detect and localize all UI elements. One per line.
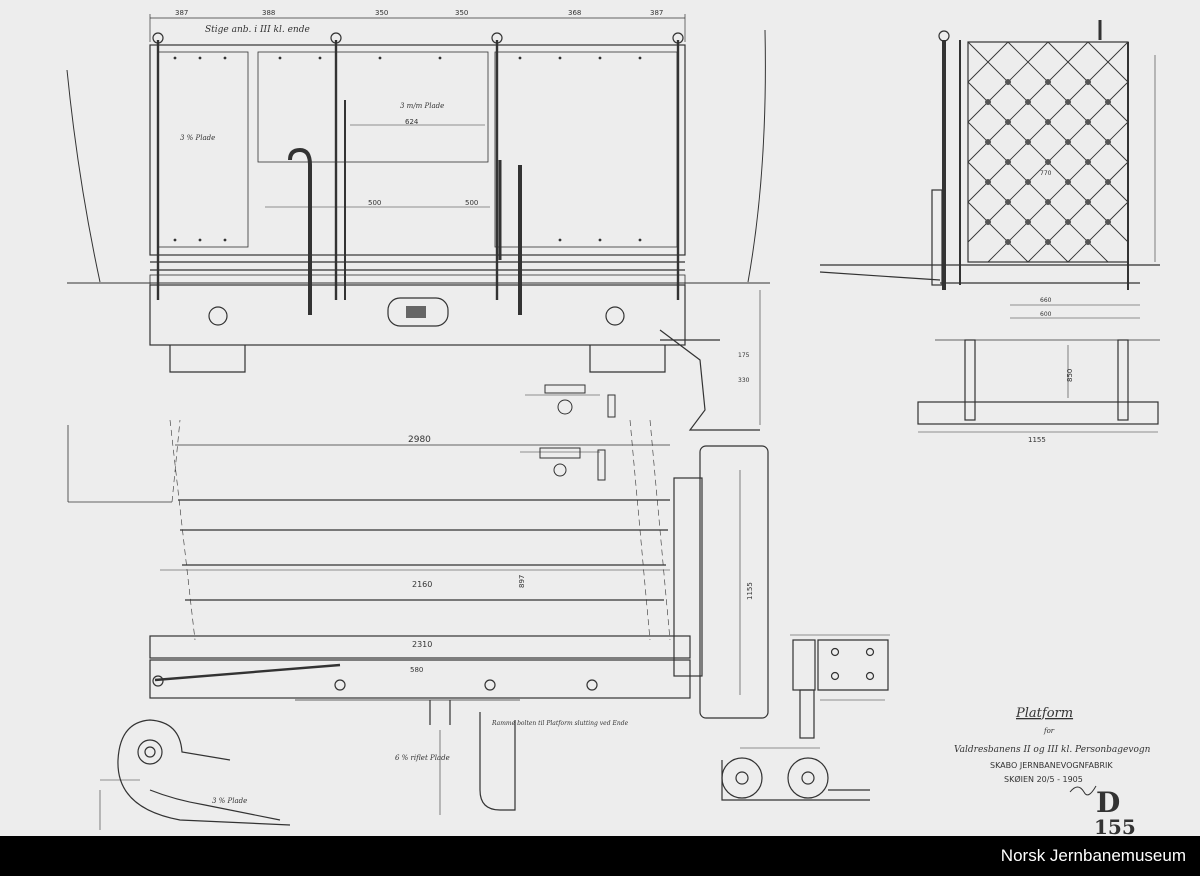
note-rail: Ramme bolten til Platform slutting ved E…: [491, 720, 629, 727]
maker: SKABO JERNBANEVOGNFABRIK: [990, 761, 1113, 770]
curved-step-detail: [99, 719, 291, 830]
place-date: SKØIEN 20/5 - 1905: [1004, 774, 1083, 784]
dim-2160: 2160: [412, 580, 432, 589]
end-elevation-view: [66, 14, 770, 431]
signature: [1069, 785, 1097, 796]
museum-label: Norsk Jernbanemuseum: [1000, 846, 1186, 865]
note-plade-b: 3 m/m Plade: [400, 102, 444, 110]
side-view-gate: [819, 20, 1160, 433]
museum-footer: Norsk Jernbanemuseum: [0, 836, 1200, 876]
dim-top-3: 350: [375, 9, 388, 17]
bracket-details: [520, 384, 616, 481]
title-block: Platform for Valdresbanens II og III kl.…: [954, 706, 1151, 796]
technical-drawing: 387 388 350 350 368 387 Stige anb. i III…: [0, 0, 1200, 836]
dim-175: 175: [738, 352, 750, 359]
note-plade-c: 6 % riflet Plade: [395, 754, 450, 762]
title-subject: Valdresbanens II og III kl. Personbagevo…: [954, 745, 1151, 755]
top-note: Stige anb. i III kl. ende: [205, 25, 310, 35]
dim-624: 624: [405, 118, 419, 126]
plan-view: [67, 419, 769, 815]
note-plade-d: 3 % Plade: [212, 797, 247, 805]
dim-600: 600: [1040, 311, 1052, 318]
note-plade-a: 3 % Plade: [180, 134, 215, 142]
dim-770: 770: [1040, 170, 1052, 177]
dim-top-6: 387: [650, 9, 663, 17]
title-for: for: [1043, 727, 1055, 735]
dim-897: 897: [518, 575, 526, 588]
dim-580: 580: [410, 666, 423, 674]
dim-500b: 500: [465, 199, 478, 207]
dim-660: 660: [1040, 297, 1052, 304]
paper-background: [0, 0, 1200, 836]
dim-500a: 500: [368, 199, 381, 207]
hinge-detail: [721, 747, 870, 801]
title: Platform: [1015, 706, 1073, 721]
drawing-number: D 155: [1094, 786, 1136, 836]
dim-850: 850: [1066, 369, 1074, 382]
dim-top-2: 388: [262, 9, 275, 17]
top-dimensions: 387 388 350 350 368 387: [175, 9, 663, 17]
dim-top-1: 387: [175, 9, 188, 17]
lattice-rosettes: [985, 79, 1111, 245]
dim-top-4: 350: [455, 9, 468, 17]
dim-1155-v: 1155: [746, 582, 754, 600]
drawing-letter: D: [1096, 786, 1120, 819]
hinge-plate-detail: [790, 634, 890, 739]
dim-330: 330: [738, 377, 750, 384]
dim-1155-h: 1155: [1028, 436, 1046, 444]
rivet-dots: [173, 56, 642, 242]
dim-2310: 2310: [412, 640, 432, 649]
drawing-num: 155: [1094, 815, 1136, 836]
dim-top-5: 368: [568, 9, 581, 17]
dim-2980: 2980: [408, 435, 431, 445]
